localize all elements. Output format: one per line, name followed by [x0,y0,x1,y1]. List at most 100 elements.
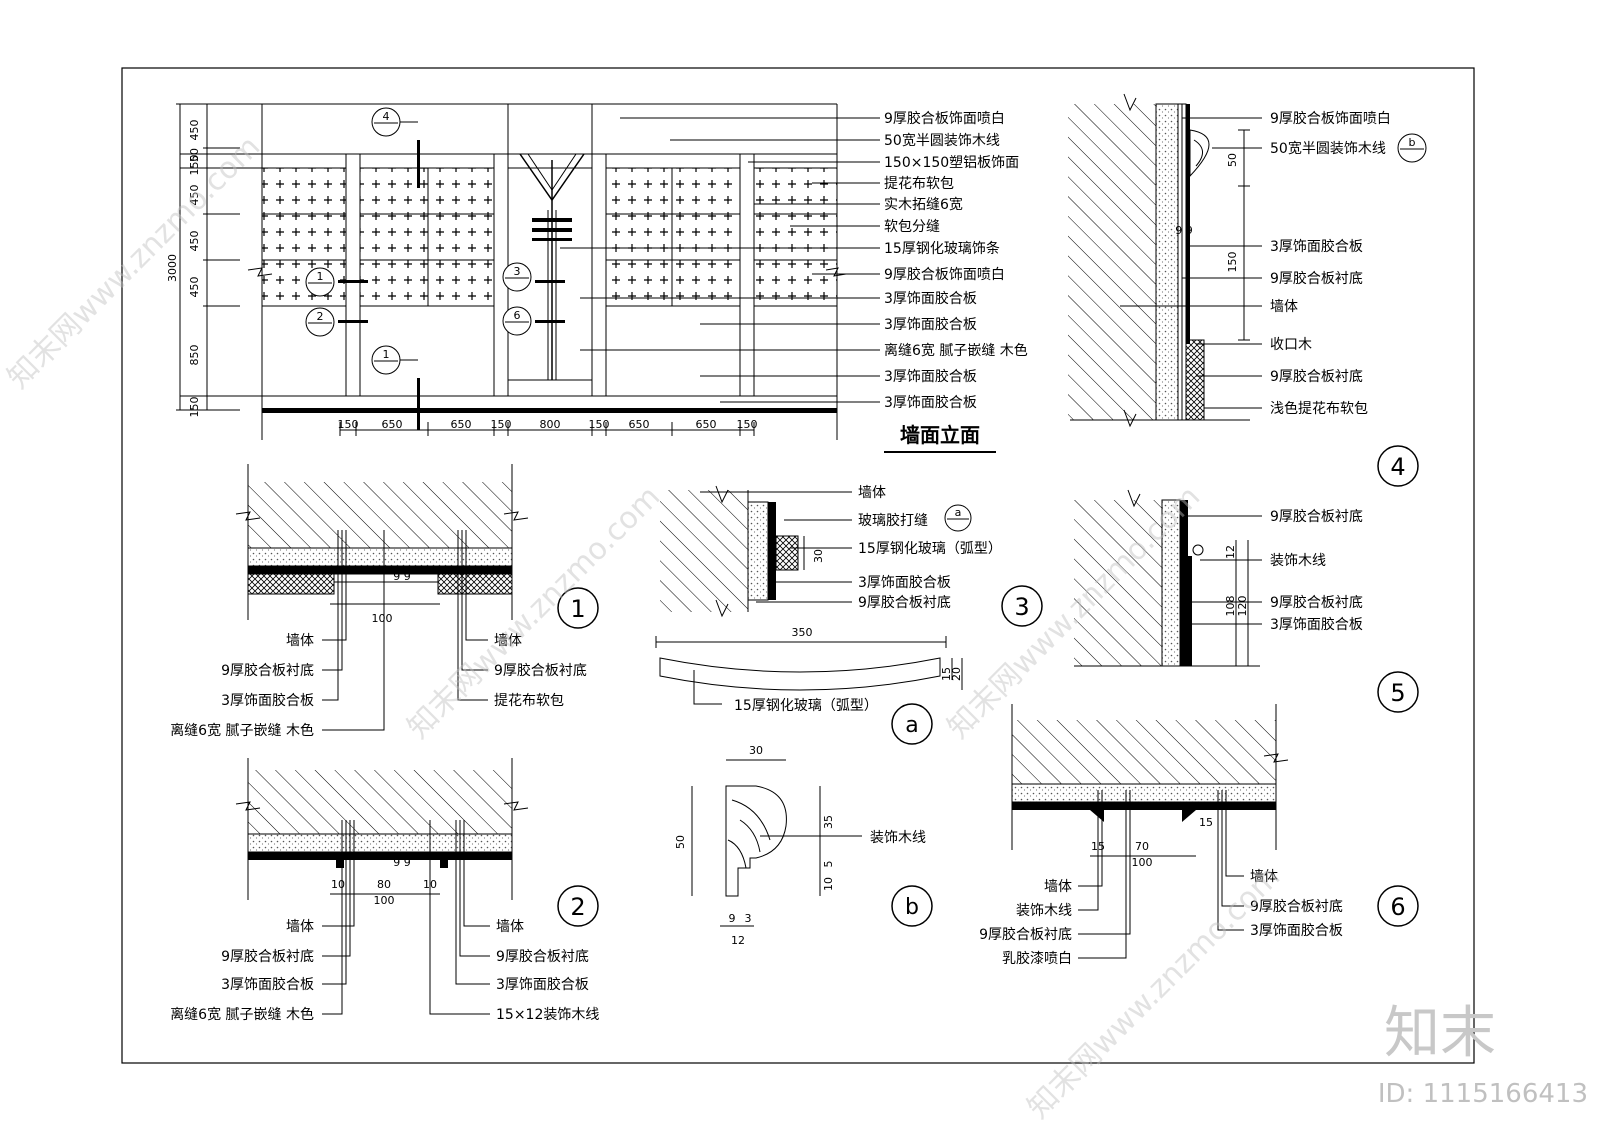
svg-text:3: 3 [1014,593,1029,621]
detail6-left-callout: 装饰木线 [1016,903,1072,919]
elevation-callout: 实木拓缝6宽 [884,196,963,213]
section-marker-1[interactable]: 1 [305,267,335,297]
section-marker-6[interactable]: 6 [502,306,532,336]
detail-number-a: a [891,703,933,745]
soft-panel-left [261,167,495,307]
detail4-callout: 50宽半圆装饰木线 [1270,140,1386,157]
detail1-right-callout: 9厚胶合板衬底 [494,662,587,679]
svg-text:4: 4 [383,110,390,123]
elevation-callout: 15厚钢化玻璃饰条 [884,240,1000,257]
detail-number-2: 2 [557,885,599,927]
detail1-left-callout: 9厚胶合板衬底 [221,662,314,679]
svg-text:9 9: 9 9 [1175,224,1193,237]
svg-text:100: 100 [1132,856,1153,869]
detail1-left-callout: 3厚饰面胶合板 [221,692,314,709]
svg-text:a: a [955,506,962,519]
detail-number-4: 4 [1377,445,1419,487]
elevation-title: 墙面立面 [900,423,980,447]
detail5-callout: 9厚胶合板衬底 [1270,508,1363,525]
section-marker-2[interactable]: 2 [305,307,335,337]
svg-text:6: 6 [1390,893,1405,921]
detail1-right-callout: 提花布软包 [494,693,564,709]
detail4-callout: 3厚饰面胶合板 [1270,238,1363,255]
svg-text:70: 70 [1135,840,1149,853]
svg-text:10: 10 [331,878,345,891]
vertical-dim: 850 [188,345,201,366]
horizontal-dim: 650 [382,418,403,431]
ref-marker-b[interactable]: b [1397,133,1427,163]
detail2-left-callout: 离缝6宽 腻子嵌缝 木色 [170,1006,314,1023]
vertical-dim: 450 [188,185,201,206]
svg-text:20: 20 [950,667,963,681]
svg-text:3: 3 [514,265,521,278]
detail6-left-callout: 乳胶漆喷白 [1002,950,1072,967]
detail-4: 50 150 9 9 9厚胶合板饰面喷白50宽半圆装饰木线3厚饰面胶合板9厚胶合… [1068,93,1427,487]
detail2-right-callout: 墙体 [496,919,524,935]
detail-number-b: b [891,885,933,927]
svg-text:120: 120 [1236,596,1249,617]
svg-text:5: 5 [1390,679,1405,707]
horizontal-dim: 150 [589,418,610,431]
detail-number-6: 6 [1377,885,1419,927]
elevation-callout: 提花布软包 [884,176,954,192]
horizontal-dim: 650 [696,418,717,431]
elevation-callout: 150×150塑铝板饰面 [884,155,1019,171]
vertical-dim: 450 [188,277,201,298]
detail4-callout: 浅色提花布软包 [1270,400,1368,417]
detail4-callout: 9厚胶合板饰面喷白 [1270,110,1391,127]
horizontal-dim: 150 [338,418,359,431]
section-marker-3[interactable]: 3 [502,262,532,292]
elevation-callout: 3厚饰面胶合板 [884,316,977,333]
svg-text:350: 350 [792,626,813,639]
svg-text:1: 1 [317,270,324,283]
detail2-left-callout: 3厚饰面胶合板 [221,976,314,993]
horizontal-dim: 650 [629,418,650,431]
vertical-dim: 150 [188,155,201,176]
svg-text:9: 9 [729,912,736,925]
elevation-callout: 9厚胶合板饰面喷白 [884,266,1005,283]
detail6-left-callout: 墙体 [1044,879,1072,895]
detail1-left-callout: 离缝6宽 腻子嵌缝 木色 [170,722,314,739]
detail5-callout: 9厚胶合板衬底 [1270,594,1363,611]
vertical-dim: 150 [188,397,201,418]
detail4-callout: 墙体 [1270,299,1298,315]
svg-text:b: b [1409,136,1416,149]
section-marker-1b[interactable]: 1 [371,345,418,375]
svg-text:9 9: 9 9 [393,570,411,583]
detail6-right-callout: 9厚胶合板衬底 [1250,898,1343,915]
elevation-callout: 软包分缝 [884,219,940,235]
svg-text:100: 100 [372,612,393,625]
detail2-left-callout: 墙体 [286,919,314,935]
svg-text:3: 3 [745,912,752,925]
svg-text:50: 50 [1226,153,1239,167]
svg-text:50: 50 [674,835,687,849]
detail-a: 350 15 20 15厚钢化玻璃（弧型） a [655,626,963,745]
svg-text:b: b [905,895,919,920]
detail2-left-callout: 9厚胶合板衬底 [221,948,314,965]
detail-number-3: 3 [1001,585,1043,627]
vertical-dim: 450 [188,231,201,252]
sheet-border [121,67,1475,1064]
svg-text:1: 1 [570,595,585,623]
ref-marker-a[interactable]: a [944,504,972,532]
detail3-callout: 玻璃胶打缝 [858,512,928,529]
section-marker-4[interactable]: 4 [371,107,418,137]
detail6-right-callout: 3厚饰面胶合板 [1250,922,1343,939]
detail3-callout: 墙体 [858,485,886,501]
detail2-right-callout: 9厚胶合板衬底 [496,948,589,965]
horizontal-dim: 150 [491,418,512,431]
svg-text:80: 80 [377,878,391,891]
detail4-callout: 9厚胶合板衬底 [1270,368,1363,385]
svg-text:a: a [905,713,918,738]
detail-number-5: 5 [1377,671,1419,713]
id-watermark: ID: 1115166413 [1378,1079,1588,1109]
svg-text:装饰木线: 装饰木线 [870,830,926,846]
detail2-right-callout: 15×12装饰木线 [496,1007,599,1023]
detail-6: 15 70 15 100 墙体装饰木线9厚胶合板衬底乳胶漆喷白墙体9厚胶合板衬底… [979,704,1419,967]
elevation-callout: 9厚胶合板饰面喷白 [884,110,1005,127]
detail3-callout: 3厚饰面胶合板 [858,574,951,591]
